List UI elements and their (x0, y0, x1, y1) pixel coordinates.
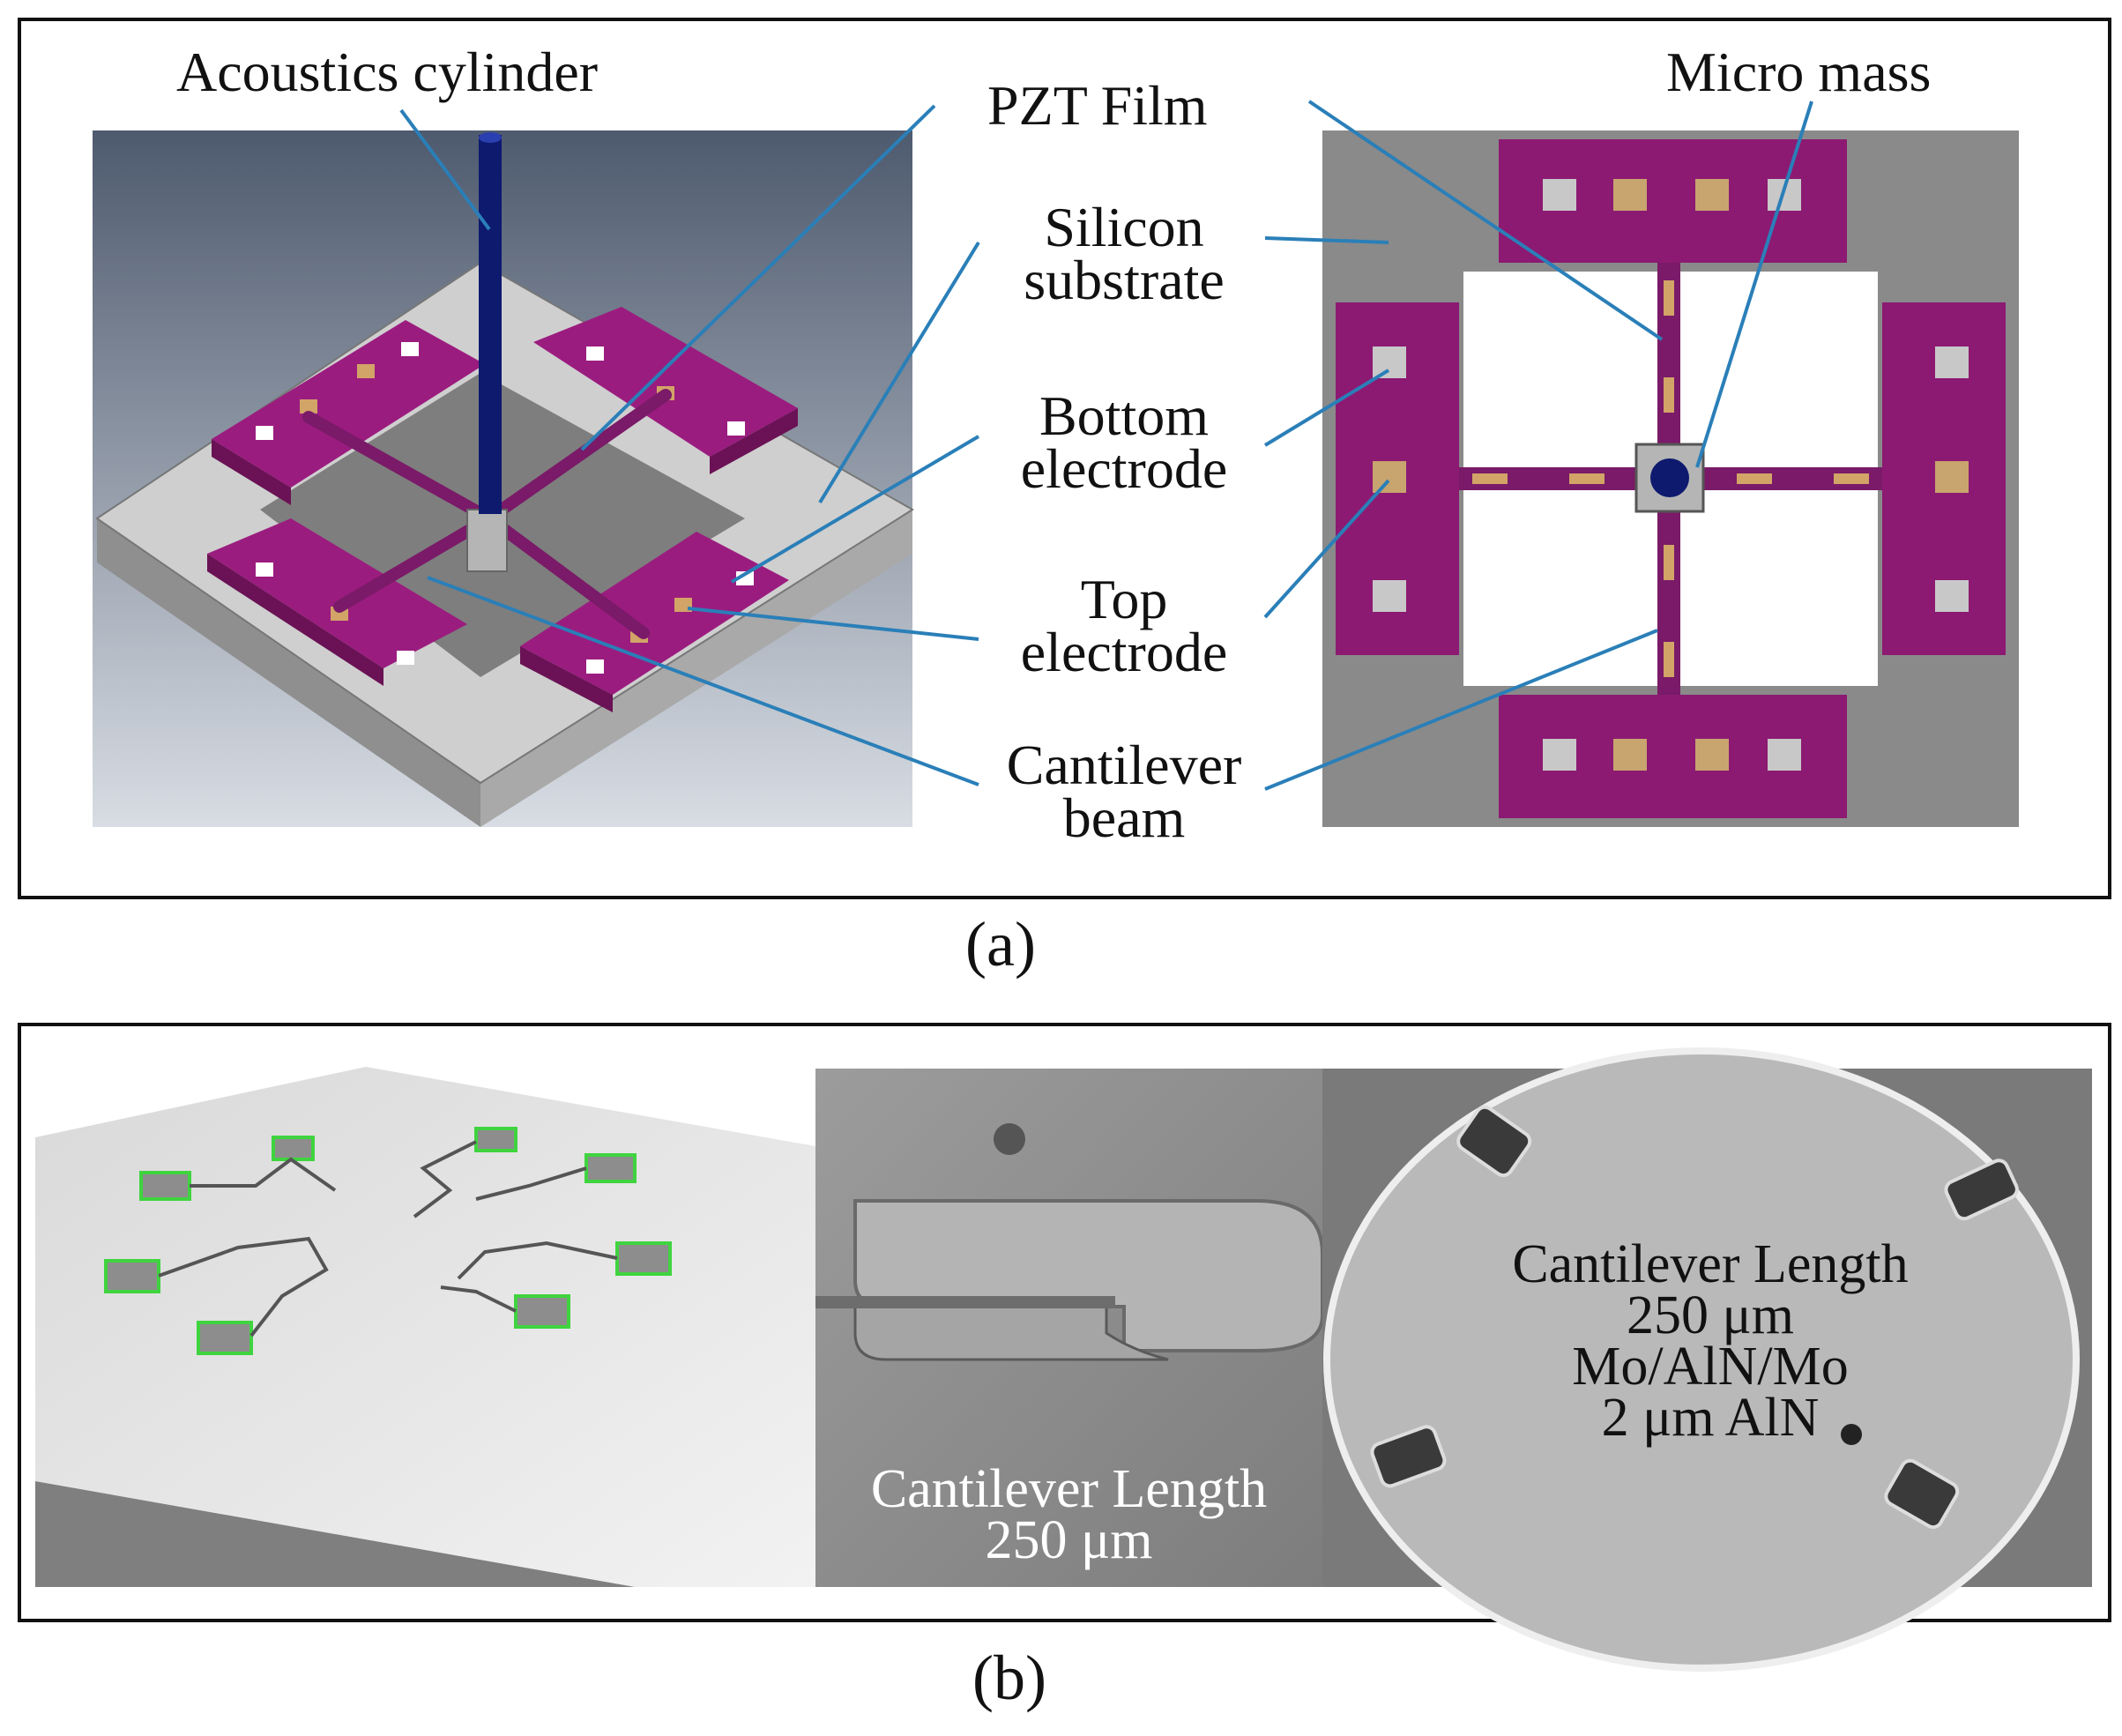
beam-electrodes (1472, 280, 1869, 677)
device-3d-render (93, 130, 914, 827)
electrode-block (212, 320, 485, 505)
label-cantilever-beam: Cantilever beam (987, 734, 1261, 849)
caption-a: (a) (965, 909, 1036, 980)
micro-mass (1650, 458, 1689, 497)
right-text-line2: 250 μm (1627, 1285, 1794, 1345)
left-electrode-block (1336, 302, 1459, 655)
right-text-line3: Mo/AlN/Mo (1572, 1337, 1849, 1397)
label-top-line2: electrode (1020, 621, 1228, 683)
substrate-plate (35, 1067, 815, 1587)
sem-image-cantilever (815, 1069, 1324, 1587)
device-top-view (1322, 130, 2019, 827)
traces (158, 1140, 618, 1337)
label-silicon-substrate: Silicon substrate (1005, 196, 1243, 311)
label-bottom-electrode: Bottom electrode (1005, 384, 1243, 500)
sem-dot (1841, 1424, 1862, 1445)
cylinder-top (479, 132, 502, 143)
label-silicon-line2: substrate (1024, 249, 1225, 311)
middle-text-line2: 250 μm (985, 1510, 1153, 1570)
bottom-electrode-block (1499, 695, 1847, 818)
leader-lines-a (399, 100, 1813, 791)
right-text-line1: Cantilever Length (1512, 1234, 1909, 1294)
label-silicon-line1: Silicon (1044, 196, 1204, 258)
right-text-line4: 2 μm AlN (1601, 1388, 1820, 1448)
membrane-circle (1323, 1047, 2080, 1672)
label-pzt-film: PZT Film (987, 74, 1208, 137)
right-electrode-block (1882, 302, 2006, 655)
middle-text-line1: Cantilever Length (870, 1459, 1268, 1519)
substrate-edge (35, 1481, 635, 1587)
label-bottom-line2: electrode (1020, 437, 1228, 500)
electrode-pads (104, 1127, 672, 1355)
label-acoustics-cylinder: Acoustics cylinder (176, 41, 599, 103)
label-cantilever-line1: Cantilever (1006, 734, 1242, 796)
label-top-line1: Top (1080, 568, 1168, 630)
label-top-electrode: Top electrode (1005, 568, 1243, 683)
sem-middle-text: Cantilever Length 250 μm (815, 1459, 1322, 1570)
sem-image-membrane (1322, 1047, 2092, 1672)
micro-mass-frame (1634, 443, 1705, 513)
sem-dot (994, 1123, 1025, 1155)
cantilever-beams (302, 389, 672, 639)
acoustics-cylinder (479, 135, 502, 514)
label-micro-mass: Micro mass (1666, 41, 1932, 103)
cantilever-gap (815, 1296, 1115, 1308)
sem-right-text: Cantilever Length 250 μm Mo/AlN/Mo 2 μm … (1446, 1234, 1975, 1448)
substrate-side (97, 518, 480, 827)
caption-b: (b) (972, 1643, 1046, 1713)
label-bottom-line1: Bottom (1039, 384, 1210, 447)
substrate-side-right (480, 510, 912, 827)
label-cantilever-line2: beam (1062, 786, 1186, 849)
electrode-block (207, 518, 467, 686)
cantilever-lower (853, 1305, 1169, 1361)
top-electrode-block (1499, 139, 1847, 263)
device-render-b (35, 1067, 815, 1587)
cantilever-slots (1370, 1105, 2019, 1530)
